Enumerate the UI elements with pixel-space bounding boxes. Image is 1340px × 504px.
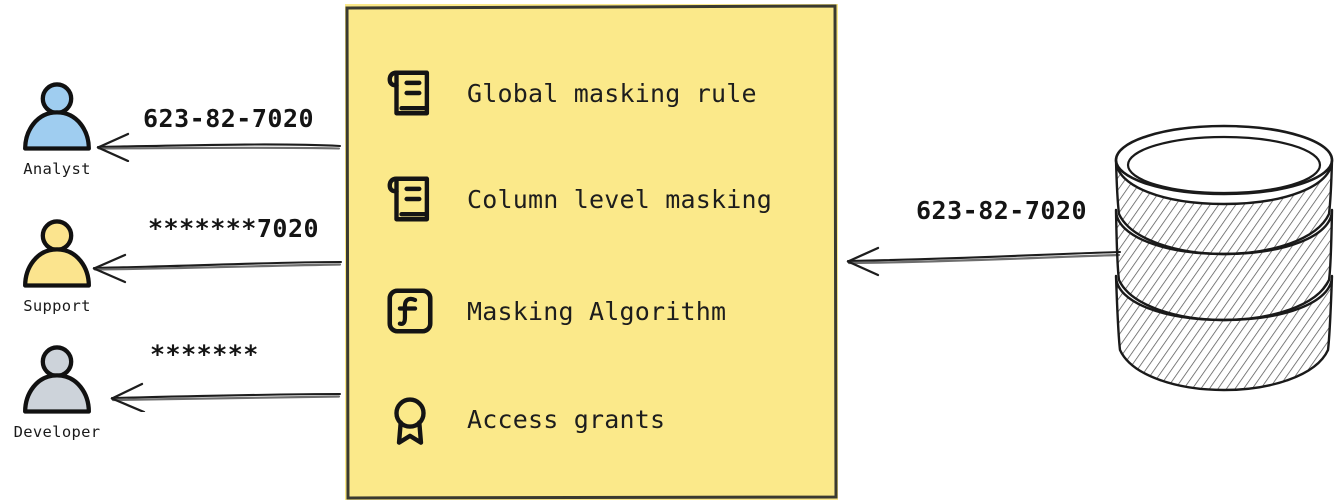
database-cylinder[interactable]	[1108, 118, 1340, 404]
database-icon	[1114, 124, 1334, 392]
actor-developer[interactable]: Developer	[2, 341, 112, 441]
arrow-to-developer	[100, 350, 345, 414]
arrow-label-developer: *******	[150, 340, 259, 369]
arrow-label-database: 623-82-7020	[916, 196, 1088, 225]
actor-label: Support	[23, 297, 91, 315]
arrow-line-icon	[846, 246, 1122, 277]
masking-policy-panel[interactable]: Global masking rule Column level masking	[345, 4, 838, 500]
actor-label: Analyst	[23, 160, 91, 178]
policy-item-access-grants[interactable]: Access grants	[383, 392, 665, 446]
arrow-line-icon	[96, 132, 342, 163]
actor-support[interactable]: Support	[2, 215, 112, 315]
arrow-label-analyst: 623-82-7020	[143, 104, 315, 133]
policy-item-global-masking-rule[interactable]: Global masking rule	[383, 66, 757, 120]
award-icon	[394, 397, 426, 445]
actor-label: Developer	[13, 423, 101, 441]
policy-item-masking-algorithm[interactable]: Masking Algorithm	[383, 284, 726, 338]
function-icon	[387, 288, 433, 334]
actor-analyst[interactable]: Analyst	[2, 78, 112, 178]
person-icon	[23, 219, 91, 288]
arrow-label-support: *******7020	[148, 214, 320, 243]
person-icon	[23, 345, 91, 414]
policy-list: Global masking rule Column level masking	[345, 4, 838, 500]
arrow-line-icon	[110, 382, 342, 414]
arrow-line-icon	[92, 253, 343, 284]
policy-item-label: Column level masking	[467, 184, 773, 214]
arrow-from-database	[840, 230, 1125, 292]
policy-item-label: Global masking rule	[467, 78, 757, 108]
person-icon	[23, 82, 91, 151]
policy-item-label: Access grants	[467, 404, 666, 434]
arrow-to-support	[85, 222, 345, 284]
scroll-icon	[387, 176, 430, 222]
scroll-icon	[387, 70, 430, 116]
policy-item-column-level-masking[interactable]: Column level masking	[383, 172, 772, 226]
arrow-to-analyst	[90, 100, 345, 163]
policy-item-label: Masking Algorithm	[467, 296, 727, 326]
